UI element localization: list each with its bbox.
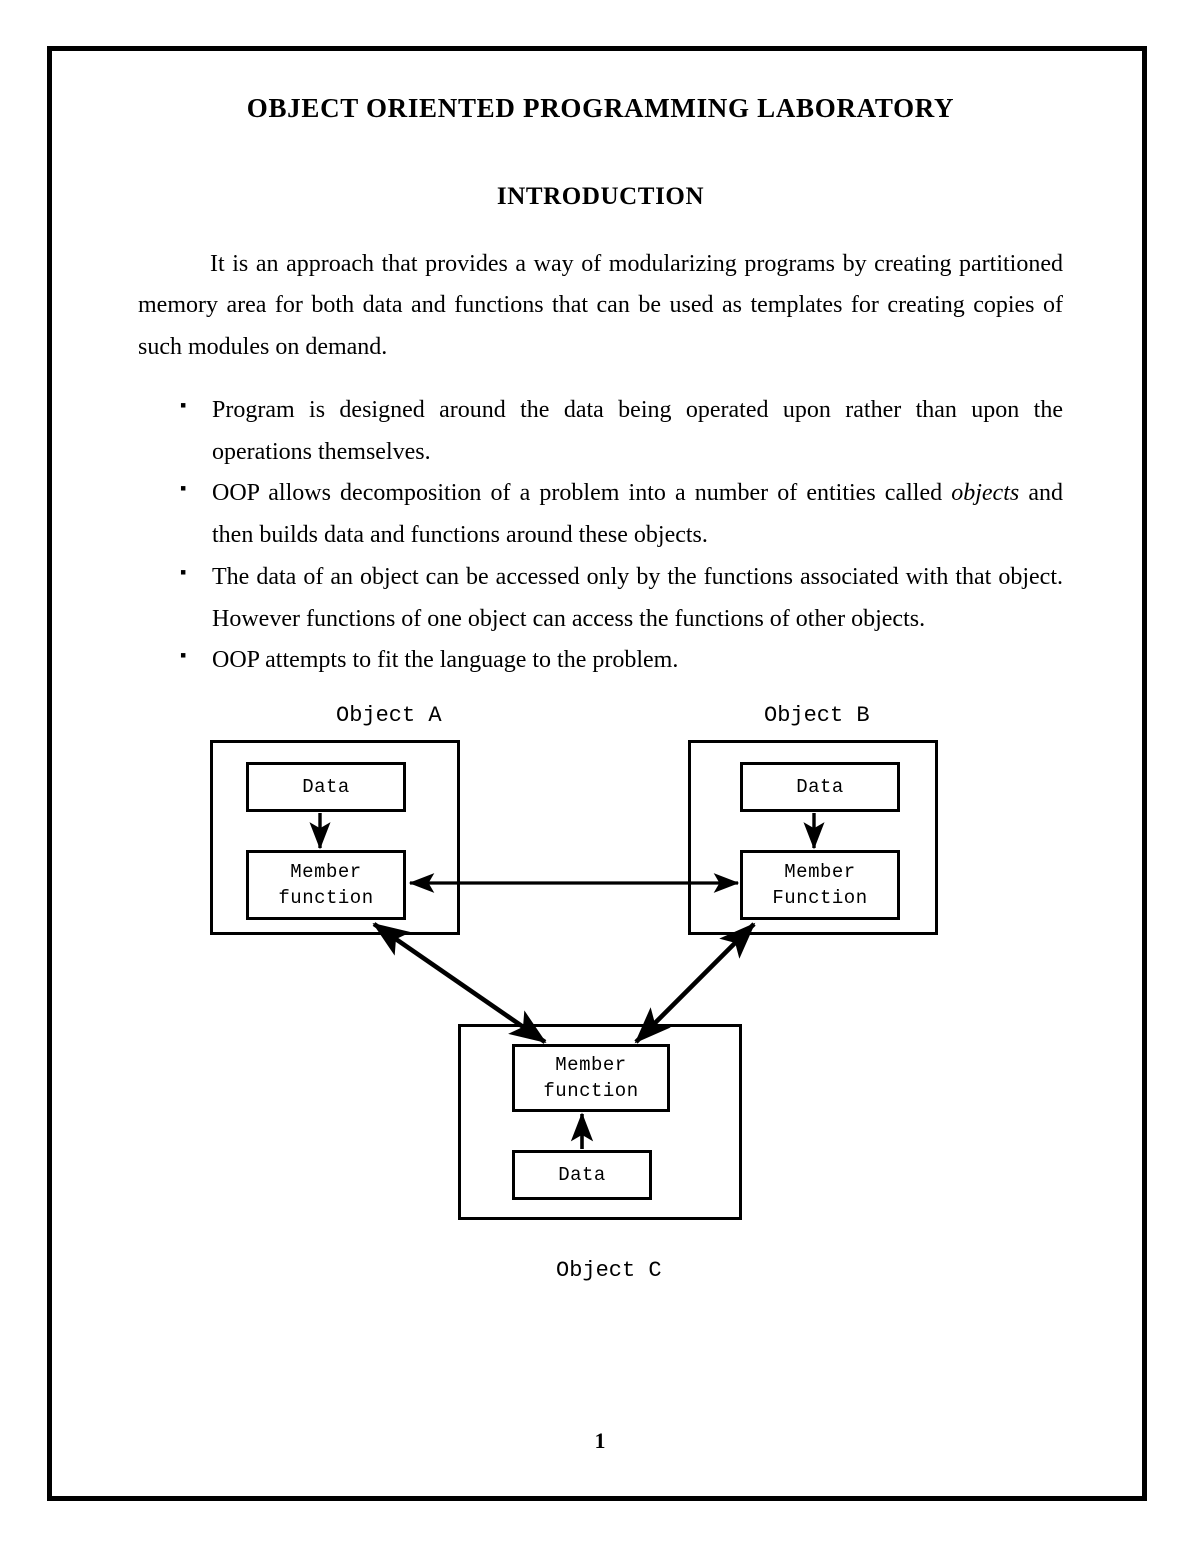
list-item-text-before-italic: OOP allows decomposition of a problem in… — [212, 480, 952, 507]
list-item: ▪ OOP allows decomposition of a problem … — [138, 473, 1063, 557]
list-item-text: Program is designed around the data bein… — [212, 396, 1063, 465]
bullet-list: ▪ Program is designed around the data be… — [138, 390, 1063, 682]
document-content: OBJECT ORIENTED PROGRAMMING LABORATORY I… — [138, 92, 1063, 682]
list-item-text: The data of an object can be accessed on… — [212, 563, 1063, 632]
list-item-text-after-italic: and then builds data and functions aroun… — [212, 480, 1064, 549]
section-heading-introduction: INTRODUCTION — [496, 182, 705, 210]
list-item: ▪ The data of an object can be accessed … — [138, 557, 1063, 641]
list-item: ▪ OOP attempts to fit the language to th… — [138, 640, 1063, 682]
intro-paragraph: It is an approach that provides a way of… — [138, 251, 1063, 360]
list-item-text: OOP attempts to fit the language to the … — [212, 647, 679, 674]
page-border — [47, 46, 1147, 1501]
bullet-square-icon: ▪ — [180, 645, 187, 666]
page-number: 1 — [594, 1428, 606, 1453]
bullet-square-icon: ▪ — [180, 478, 187, 499]
list-item-italic-term: objects — [951, 480, 1020, 507]
bullet-square-icon: ▪ — [180, 561, 187, 582]
bullet-square-icon: ▪ — [180, 394, 187, 415]
list-item: ▪ Program is designed around the data be… — [138, 390, 1063, 474]
page-title: OBJECT ORIENTED PROGRAMMING LABORATORY — [246, 93, 955, 123]
